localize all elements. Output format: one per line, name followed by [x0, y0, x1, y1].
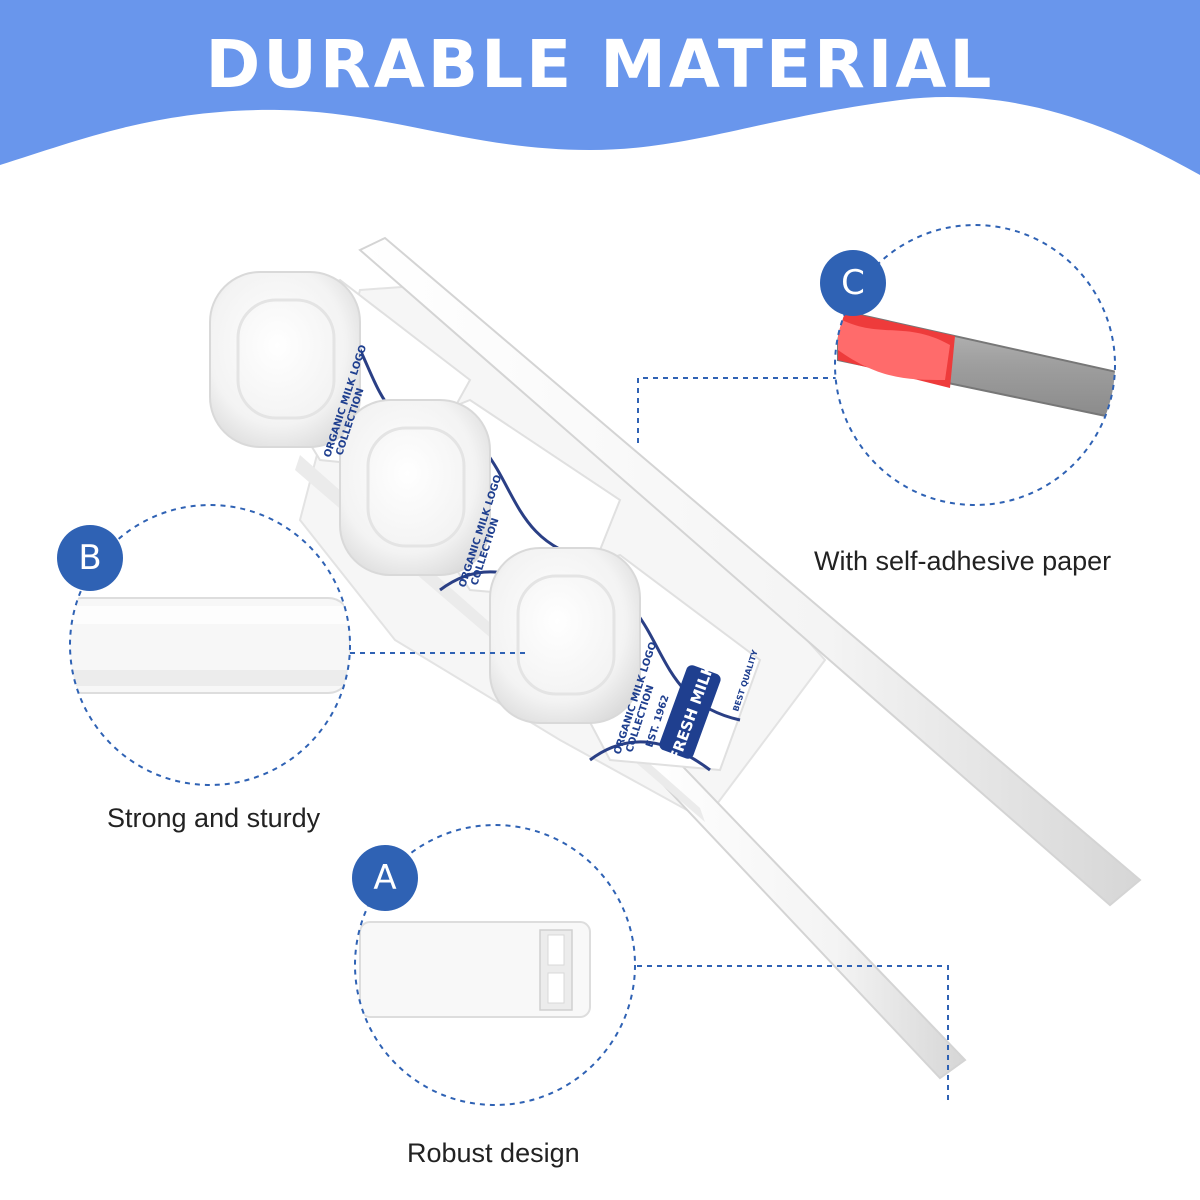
caption-c: With self-adhesive paper [814, 546, 1112, 576]
detail-circle-b [69, 504, 351, 786]
detail-circle-c [834, 224, 1116, 506]
caption-a: Robust design [407, 1138, 580, 1168]
page-title: DURABLE MATERIAL [205, 26, 995, 103]
caption-b: Strong and sturdy [107, 803, 321, 833]
leader-lines [350, 377, 949, 1100]
header-wave [0, 0, 1200, 175]
badge-c: C [820, 250, 886, 316]
badge-b: B [57, 525, 123, 591]
detail-circle-a [354, 824, 636, 1106]
badge-a: A [352, 845, 418, 911]
cup-3: FRESH MILK [489, 547, 762, 772]
